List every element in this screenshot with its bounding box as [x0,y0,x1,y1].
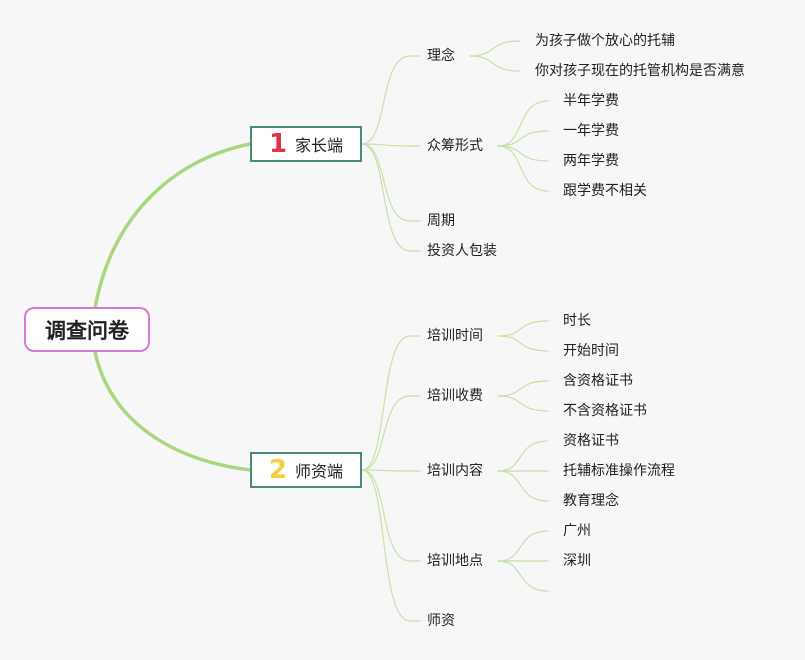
topic-to-subtopic-line [497,100,549,147]
subtopic-node[interactable]: 你对孩子现在的托管机构是否满意 [535,63,745,79]
topic-to-subtopic-line [497,530,549,562]
topic-node[interactable]: 周期 [427,213,455,229]
topic-to-subtopic-line [497,440,549,472]
topic-node[interactable]: 投资人包装 [427,243,497,259]
topic-to-subtopic-line [497,395,549,412]
branch-to-topic-line [361,143,411,147]
topic-to-subtopic-line [497,320,549,337]
topic-node[interactable]: 培训地点 [427,553,483,569]
topic-to-subtopic-line [469,40,521,57]
subtopic-node[interactable]: 时长 [563,313,591,329]
branch-label: 家长端 [295,136,344,155]
subtopic-node[interactable]: 教育理念 [563,493,619,509]
root-to-branch-line [93,350,252,472]
topic-to-subtopic-line [497,335,549,352]
topic-node[interactable]: 众筹形式 [427,138,483,154]
branch-node-teachers[interactable]: 2 师资端 [250,452,362,488]
subtopic-node[interactable]: 跟学费不相关 [563,183,647,199]
topic-to-subtopic-line [497,380,549,397]
subtopic-node[interactable]: 为孩子做个放心的托辅 [535,33,675,49]
topic-to-subtopic-line [497,470,549,502]
branch-to-topic-line [361,469,411,472]
subtopic-node[interactable]: 含资格证书 [563,373,633,389]
subtopic-node[interactable]: 深圳 [563,553,591,569]
topic-node[interactable]: 培训时间 [427,328,483,344]
topic-node[interactable]: 师资 [427,613,455,629]
topic-to-subtopic-line [497,145,549,162]
branch-to-topic-line [361,143,411,252]
topic-to-subtopic-line [469,55,521,72]
subtopic-node[interactable]: 一年学费 [563,123,619,139]
branch-label: 师资端 [295,462,344,481]
branch-to-topic-line [361,335,411,471]
topic-to-subtopic-line [497,560,549,592]
subtopic-node[interactable]: 托辅标准操作流程 [563,463,675,479]
subtopic-node[interactable]: 半年学费 [563,93,619,109]
root-node[interactable]: 调查问卷 [24,307,150,352]
branch-number-badge: 1 [268,129,288,159]
topic-to-subtopic-line [497,145,549,192]
topic-to-subtopic-line [497,130,549,147]
topic-node[interactable]: 培训收费 [427,388,483,404]
topic-node[interactable]: 培训内容 [427,463,483,479]
subtopic-node[interactable]: 广州 [563,523,591,539]
root-to-branch-line [93,142,252,311]
subtopic-node[interactable]: 不含资格证书 [563,403,647,419]
subtopic-node[interactable]: 开始时间 [563,343,619,359]
branch-to-topic-line [361,469,411,562]
branch-node-parents[interactable]: 1 家长端 [250,126,362,162]
branch-to-topic-line [361,395,411,471]
topic-node[interactable]: 理念 [427,48,455,64]
subtopic-node[interactable]: 资格证书 [563,433,619,449]
subtopic-node[interactable]: 两年学费 [563,153,619,169]
branch-to-topic-line [361,469,411,622]
branch-number-badge: 2 [268,455,288,485]
branch-to-topic-line [361,55,411,145]
root-label: 调查问卷 [45,318,129,343]
